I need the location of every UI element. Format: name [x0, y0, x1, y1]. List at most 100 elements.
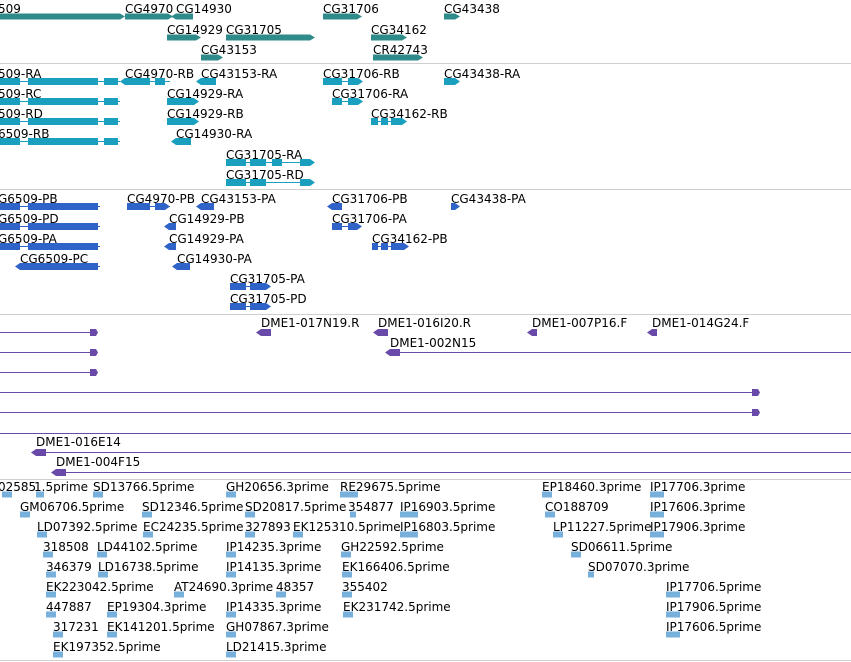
feature-glyph[interactable]	[371, 118, 407, 125]
feature-glyph[interactable]	[666, 631, 680, 638]
feature-label[interactable]: IP14235.3prime	[226, 540, 322, 554]
feature-glyph[interactable]	[451, 203, 460, 210]
feature-glyph[interactable]	[342, 591, 352, 598]
feature-glyph[interactable]	[98, 571, 108, 578]
feature-label[interactable]: EK231742.5prime	[343, 600, 451, 614]
feature-glyph[interactable]	[164, 243, 176, 250]
feature-glyph[interactable]	[0, 203, 100, 210]
feature-glyph[interactable]	[444, 78, 460, 85]
feature-label[interactable]: LD16738.5prime	[98, 560, 199, 574]
feature-glyph[interactable]	[0, 118, 120, 125]
feature-glyph[interactable]	[0, 223, 100, 230]
feature-label[interactable]: 346379	[46, 560, 92, 574]
feature-glyph[interactable]	[230, 303, 271, 310]
feature-glyph[interactable]	[647, 329, 657, 336]
feature-glyph[interactable]	[332, 223, 362, 230]
feature-glyph[interactable]	[0, 329, 98, 336]
feature-label[interactable]: CG14929-RB	[167, 107, 244, 121]
feature-glyph[interactable]	[666, 591, 680, 598]
feature-glyph[interactable]	[0, 98, 120, 105]
feature-glyph[interactable]	[143, 531, 153, 538]
feature-glyph[interactable]	[167, 34, 201, 41]
feature-label[interactable]: CG4970-RB	[125, 67, 195, 81]
feature-glyph[interactable]	[650, 511, 664, 518]
feature-label[interactable]: G6509-PA	[0, 232, 57, 246]
feature-glyph[interactable]	[0, 389, 760, 396]
feature-glyph[interactable]	[226, 571, 236, 578]
feature-label[interactable]: EK197352.5prime	[53, 640, 161, 654]
feature-glyph[interactable]	[226, 34, 315, 41]
feature-label[interactable]: 6509-RB	[0, 127, 50, 141]
feature-glyph[interactable]	[0, 349, 98, 356]
feature-glyph[interactable]	[226, 651, 236, 658]
feature-label[interactable]: IP17606.5prime	[666, 620, 762, 634]
feature-glyph[interactable]	[373, 54, 423, 61]
feature-glyph[interactable]	[545, 511, 555, 518]
feature-label[interactable]: 509	[0, 2, 21, 16]
feature-glyph[interactable]	[372, 243, 409, 250]
feature-glyph[interactable]	[327, 203, 342, 210]
feature-glyph[interactable]	[164, 223, 176, 230]
feature-label[interactable]: IP14135.3prime	[226, 560, 322, 574]
feature-glyph[interactable]	[542, 491, 552, 498]
feature-label[interactable]: IP14335.3prime	[226, 600, 322, 614]
feature-glyph[interactable]	[51, 469, 851, 476]
feature-glyph[interactable]	[93, 491, 103, 498]
feature-glyph[interactable]	[226, 611, 236, 618]
feature-glyph[interactable]	[230, 283, 271, 290]
feature-glyph[interactable]	[97, 551, 107, 558]
feature-label[interactable]: CG31706-RB	[323, 67, 400, 81]
feature-label[interactable]: DME1-007P16.F	[532, 316, 628, 330]
feature-glyph[interactable]	[171, 13, 193, 20]
feature-glyph[interactable]	[226, 491, 236, 498]
feature-glyph[interactable]	[340, 491, 358, 498]
feature-glyph[interactable]	[341, 551, 351, 558]
feature-label[interactable]: EC24235.5prime	[143, 520, 244, 534]
feature-glyph[interactable]	[172, 263, 190, 270]
feature-glyph[interactable]	[20, 511, 30, 518]
feature-glyph[interactable]	[350, 511, 356, 518]
feature-label[interactable]: LD07392.5prime	[37, 520, 138, 534]
feature-glyph[interactable]	[650, 531, 664, 538]
feature-label[interactable]: CG43438-PA	[451, 192, 526, 206]
feature-glyph[interactable]	[245, 511, 255, 518]
feature-glyph[interactable]	[0, 243, 100, 250]
feature-label[interactable]: CR42743	[373, 43, 428, 57]
feature-glyph[interactable]	[666, 611, 680, 618]
feature-label[interactable]: 48357	[276, 580, 315, 594]
feature-label[interactable]: CG14930	[176, 2, 232, 16]
feature-glyph[interactable]	[196, 203, 214, 210]
feature-label[interactable]: CG34162-RB	[371, 107, 448, 121]
feature-glyph[interactable]	[571, 551, 581, 558]
feature-label[interactable]: 509-RD	[0, 107, 43, 121]
feature-label[interactable]: CG31706-PB	[332, 192, 408, 206]
feature-label[interactable]: DME1-014G24.F	[652, 316, 750, 330]
feature-label[interactable]: 354877	[348, 500, 394, 514]
feature-label[interactable]: IP17906.3prime	[650, 520, 746, 534]
feature-label[interactable]: SD06611.5prime	[571, 540, 673, 554]
feature-glyph[interactable]	[400, 511, 418, 518]
feature-label[interactable]: EP18460.3prime	[542, 480, 642, 494]
feature-label[interactable]: CG31706-PA	[332, 212, 407, 226]
feature-label[interactable]: CG14929	[167, 23, 223, 37]
feature-glyph[interactable]	[553, 531, 563, 538]
feature-glyph[interactable]	[444, 13, 460, 20]
feature-glyph[interactable]	[256, 329, 271, 336]
feature-label[interactable]: CG43153-RA	[201, 67, 278, 81]
feature-glyph[interactable]	[196, 78, 216, 85]
feature-label[interactable]: EK223042.5prime	[46, 580, 154, 594]
feature-label[interactable]: DME1-004F15	[56, 455, 141, 469]
feature-label[interactable]: EK141201.5prime	[107, 620, 215, 634]
feature-label[interactable]: CG31705	[226, 23, 282, 37]
feature-glyph[interactable]	[167, 98, 199, 105]
feature-label[interactable]: EK125310.5prime	[293, 520, 401, 534]
feature-label[interactable]: DME1-017N19.R	[261, 316, 360, 330]
feature-glyph[interactable]	[37, 531, 47, 538]
feature-label[interactable]: IP16903.5prime	[400, 500, 496, 514]
feature-glyph[interactable]	[36, 491, 44, 498]
feature-label[interactable]: 1.5prime	[34, 480, 89, 494]
feature-glyph[interactable]	[650, 491, 664, 498]
feature-glyph[interactable]	[174, 591, 184, 598]
feature-label[interactable]: CG34162	[371, 23, 427, 37]
feature-glyph[interactable]	[0, 138, 120, 145]
